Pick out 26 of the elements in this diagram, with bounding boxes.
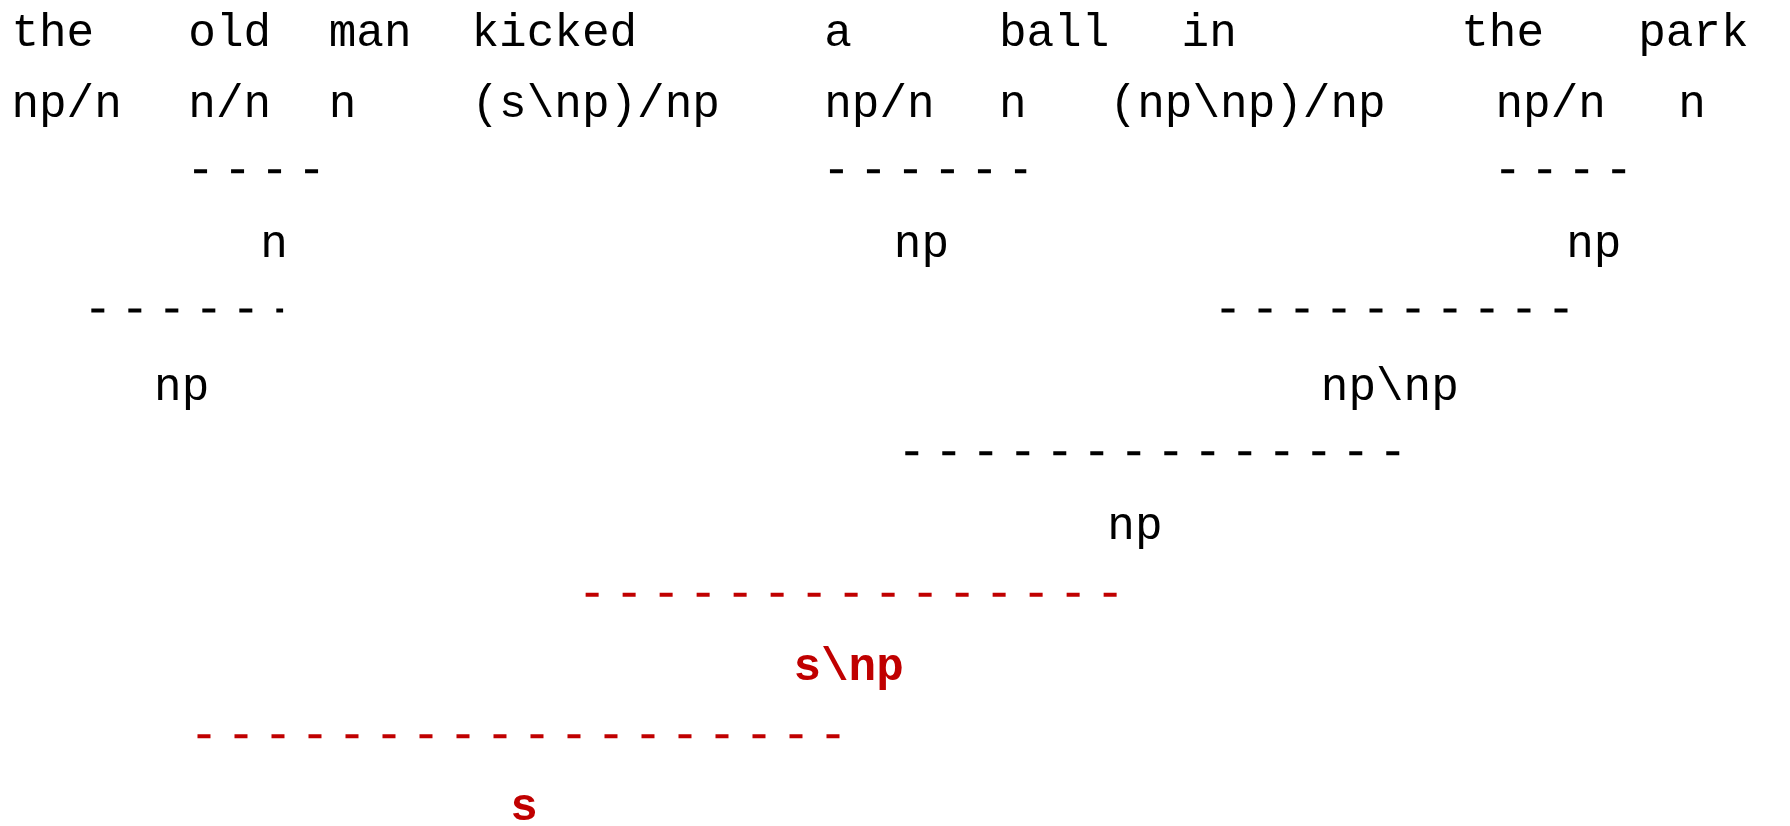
word: a	[824, 11, 852, 58]
category: n	[260, 222, 288, 269]
category: n/n	[188, 82, 272, 128]
category: np/n	[824, 82, 935, 128]
category: np/n	[11, 82, 122, 128]
category: np	[1107, 504, 1163, 551]
word: park	[1638, 11, 1749, 58]
category: n	[998, 82, 1027, 128]
category: np/n	[1495, 82, 1606, 128]
category: np	[893, 222, 950, 269]
category: (np\np)/np	[1109, 82, 1386, 128]
category: s	[510, 785, 538, 826]
category: n	[1678, 82, 1706, 128]
word: kicked	[471, 11, 638, 58]
category: n	[328, 82, 357, 128]
category: np\np	[1320, 365, 1459, 412]
word: the	[1461, 11, 1545, 58]
category: (s\np)/np	[471, 82, 720, 128]
word: man	[328, 11, 412, 58]
category: np	[154, 365, 210, 412]
category: np	[1566, 222, 1622, 269]
category: s\np	[793, 644, 904, 691]
word: ball	[998, 11, 1110, 58]
word: the	[11, 11, 95, 58]
word: old	[188, 11, 272, 58]
word: in	[1181, 11, 1237, 58]
